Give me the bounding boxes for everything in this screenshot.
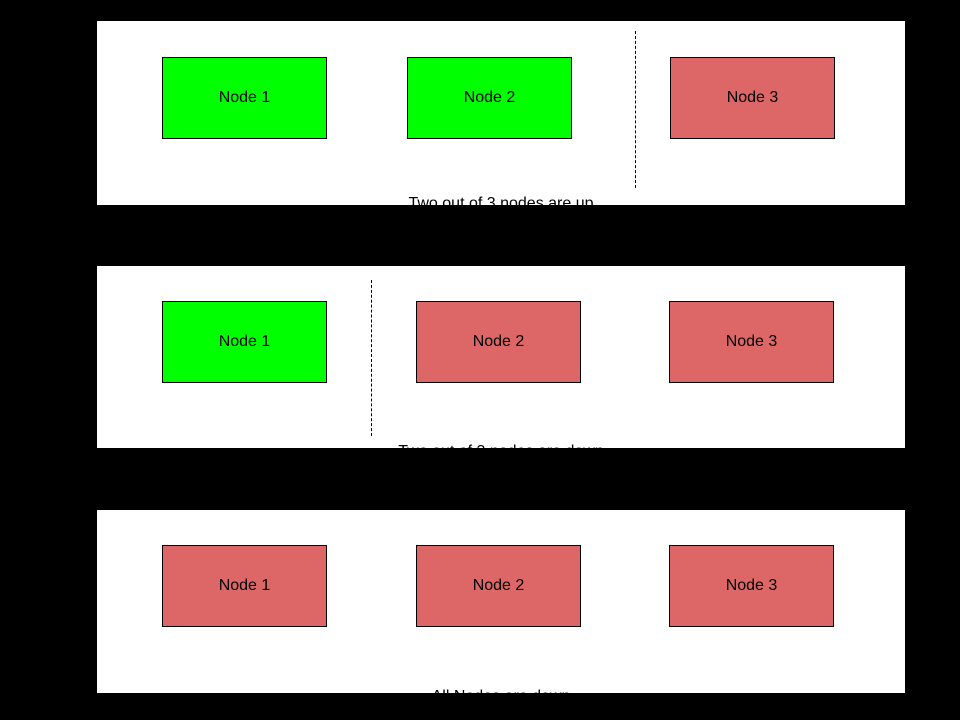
panel-all-down: Node 1 Node 2 Node 3 All Nodes are down …: [96, 509, 906, 705]
node-label: Node 2: [463, 89, 516, 106]
node-box-2: Node 2: [407, 57, 572, 139]
node-label: Node 2: [472, 333, 525, 350]
caption-line-1: Two out of 3 nodes are down: [398, 443, 604, 460]
node-label: Node 3: [725, 333, 778, 350]
caption-line-1: Two out of 3 nodes are up: [408, 195, 594, 212]
node-box-1: Node 1: [162, 57, 327, 139]
panel-majority-up: Node 1 Node 2 Node 3 Two out of 3 nodes …: [96, 20, 906, 278]
node-box-1: Node 1: [162, 545, 327, 627]
node-box-3: Node 3: [670, 57, 835, 139]
node-label: Node 3: [725, 577, 778, 594]
node-box-2: Node 2: [416, 545, 581, 627]
partition-divider-line: [371, 280, 372, 436]
node-label: Node 1: [218, 577, 271, 594]
node-box-2: Node 2: [416, 301, 581, 383]
node-label: Node 1: [218, 89, 271, 106]
node-box-1: Node 1: [162, 301, 327, 383]
caption-line-1: All Nodes are down: [431, 688, 571, 705]
node-label: Node 3: [726, 89, 779, 106]
node-box-3: Node 3: [669, 545, 834, 627]
node-label: Node 2: [472, 577, 525, 594]
panel-caption: All Nodes are down Majority Fails & Clus…: [97, 642, 905, 720]
node-label: Node 1: [218, 333, 271, 350]
partition-divider-line: [635, 31, 636, 188]
node-box-3: Node 3: [669, 301, 834, 383]
panel-majority-down: Node 1 Node 2 Node 3 Two out of 3 nodes …: [96, 265, 906, 526]
